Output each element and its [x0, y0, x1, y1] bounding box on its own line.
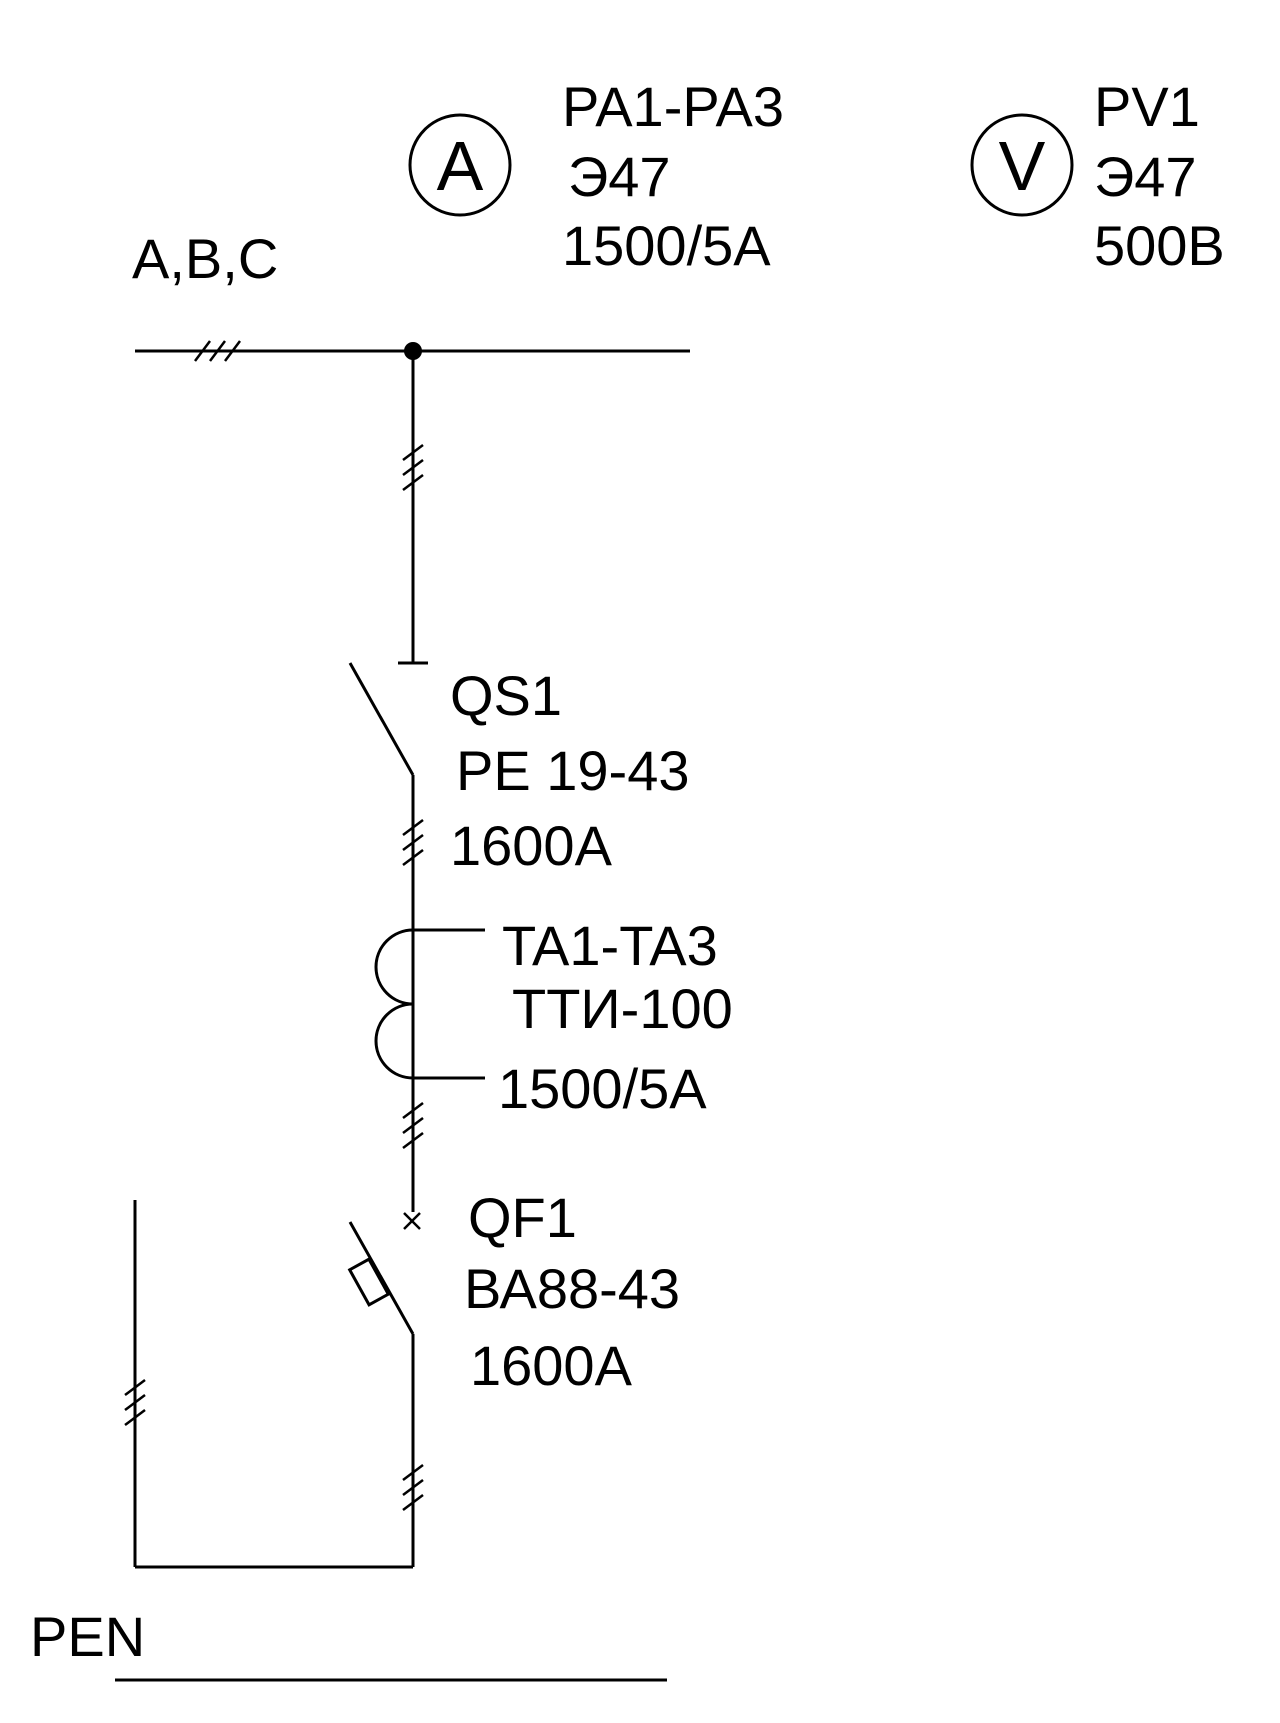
disconnector-designation: QS1	[450, 664, 562, 727]
pen-bus: PEN	[30, 1605, 667, 1682]
current-transformer-coil-lower	[374, 1002, 414, 1080]
disconnector-rating: 1600A	[450, 814, 613, 877]
voltmeter-symbol: V	[999, 127, 1046, 205]
current-transformer-coil-upper	[374, 928, 414, 1006]
ct-designation: TA1-TA3	[502, 914, 718, 977]
ammeter-type: Э47	[568, 145, 671, 208]
pen-bus-label: PEN	[30, 1605, 145, 1668]
disconnector-phase-ticks	[402, 819, 424, 866]
voltmeter-designation: PV1	[1094, 75, 1200, 138]
ct-phase-ticks	[402, 1102, 424, 1149]
ct-rating: 1500/5A	[498, 1057, 707, 1120]
ct-type: ТТИ-100	[512, 977, 733, 1040]
breaker-type: ВА88-43	[464, 1257, 680, 1320]
busbar-label: A,B,C	[132, 227, 278, 290]
voltmeter-rating: 500В	[1094, 214, 1225, 277]
breaker-phase-ticks	[402, 1464, 424, 1511]
feeder-upper	[398, 351, 428, 665]
breaker-blade	[348, 1221, 415, 1335]
busbar-phase-ticks	[194, 340, 241, 362]
ammeter-designation: PA1-PA3	[562, 75, 784, 138]
breaker-designation: QF1	[468, 1186, 577, 1249]
ammeter-symbol: A	[437, 127, 484, 205]
ammeter: A PA1-PA3 Э47 1500/5A	[408, 75, 784, 277]
feeder-upper-phase-ticks	[402, 444, 424, 491]
breaker-fixed-contact-x	[403, 1212, 421, 1230]
breaker-release	[347, 1257, 391, 1307]
disconnector-blade	[348, 662, 415, 776]
breaker-rating: 1600A	[470, 1334, 633, 1397]
pen-conductor	[124, 1200, 413, 1569]
voltmeter-type: Э47	[1094, 145, 1197, 208]
circuit-breaker-qf1: QF1 ВА88-43 1600A	[347, 1186, 680, 1567]
voltmeter-circle	[970, 113, 1074, 217]
disconnector-type: РЕ 19-43	[456, 739, 690, 802]
current-transformer: TA1-TA3 ТТИ-100 1500/5A	[374, 914, 733, 1212]
pen-conductor-ticks	[124, 1379, 146, 1426]
ammeter-rating: 1500/5A	[562, 214, 771, 277]
ammeter-circle	[408, 113, 512, 217]
voltmeter: V PV1 Э47 500В	[970, 75, 1225, 277]
disconnector-qs1: QS1 РЕ 19-43 1600A	[348, 662, 690, 930]
